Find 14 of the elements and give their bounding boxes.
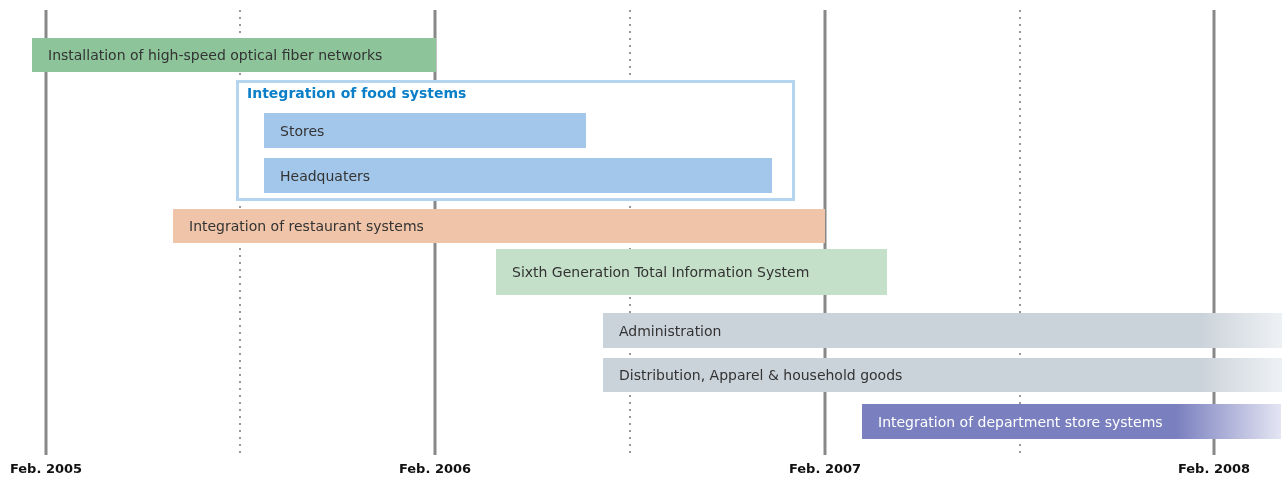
group-frame xyxy=(236,80,795,201)
timeline-bar: Stores xyxy=(264,113,586,148)
timeline-bar: Integration of restaurant systems xyxy=(173,209,825,243)
axis-label: Feb. 2008 xyxy=(1177,461,1251,476)
axis-label: Feb. 2007 xyxy=(788,461,862,476)
axis-label: Feb. 2005 xyxy=(9,461,83,476)
timeline-bar: Administration xyxy=(603,313,1282,348)
timeline-bar: Distribution, Apparel & household goods xyxy=(603,358,1282,392)
group-title: Integration of food systems xyxy=(247,85,467,101)
timeline-bar: Sixth Generation Total Information System xyxy=(496,249,887,295)
timeline-bar: Headquaters xyxy=(264,158,772,193)
axis-label: Feb. 2006 xyxy=(398,461,472,476)
timeline-bar: Installation of high-speed optical fiber networks xyxy=(32,38,436,72)
timeline-bar: Integration of department store systems xyxy=(862,404,1281,439)
